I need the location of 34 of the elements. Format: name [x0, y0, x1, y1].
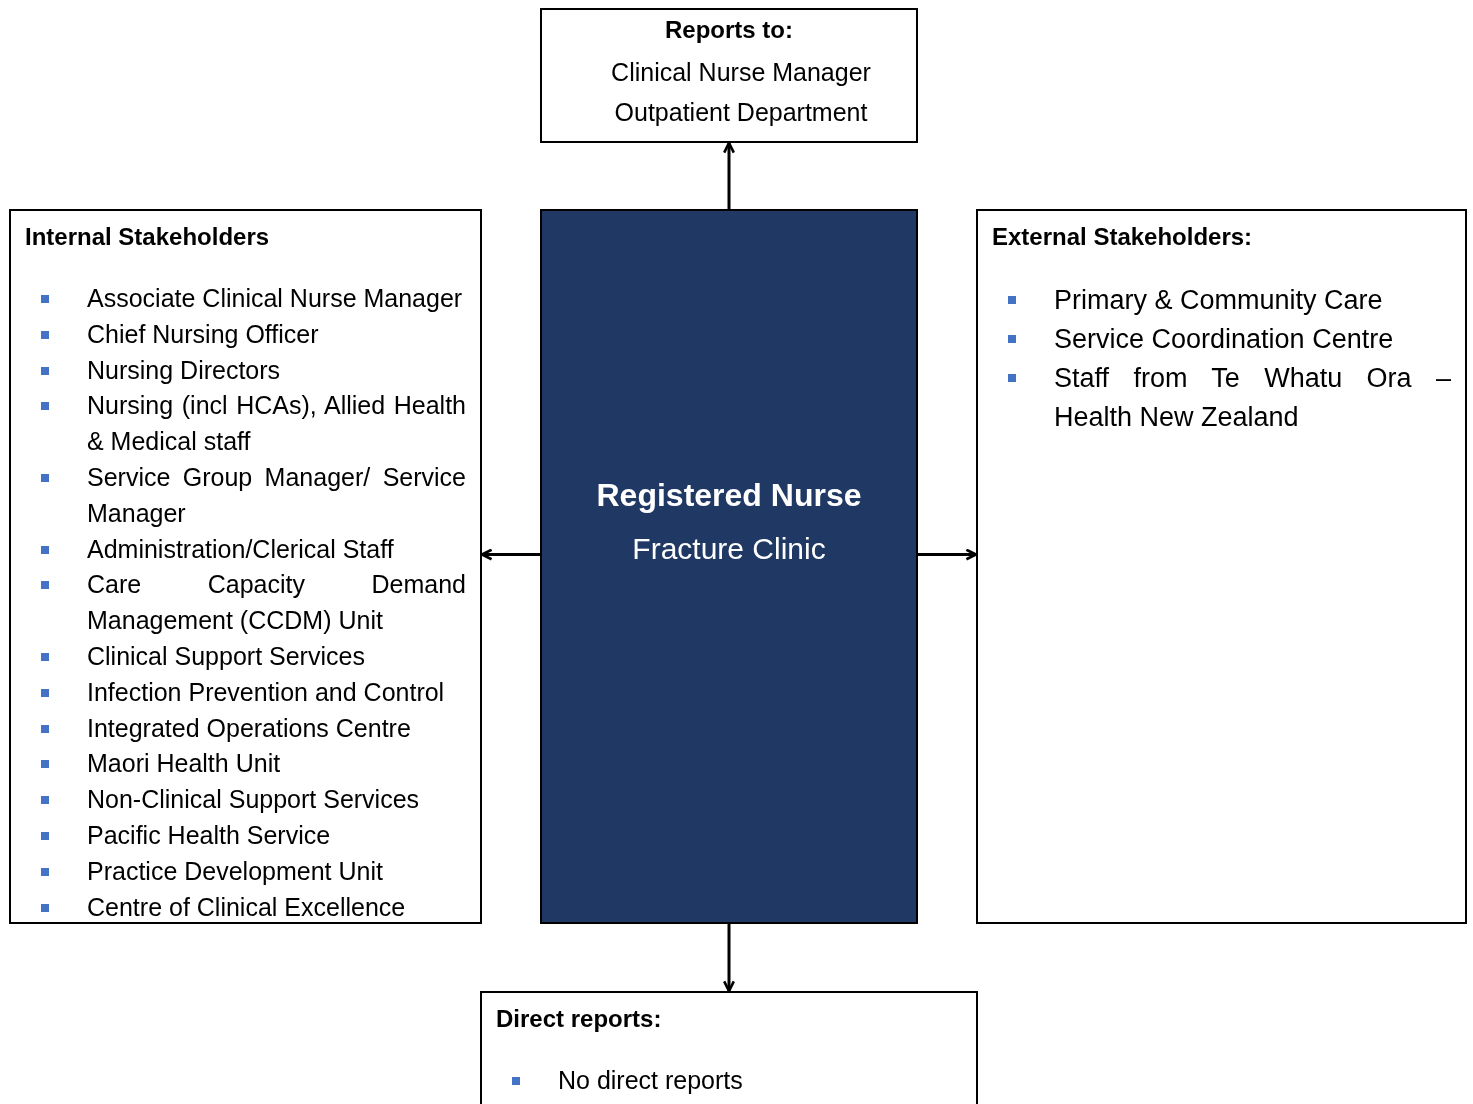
info-box [540, 8, 918, 143]
role-title: Registered Nurse [596, 477, 862, 514]
list-item: Non-Clinical Support Services [87, 784, 421, 816]
info-box [480, 991, 978, 1104]
list-item: No direct reports [558, 1065, 744, 1096]
list-item: Infection Prevention and Control [87, 676, 446, 708]
list-item: Maori Health Unit [87, 748, 282, 780]
list-item: Service Group Manager/ Service Manager [87, 462, 466, 529]
list-item: Nursing (incl HCAs), Allied Health & Medical staff [87, 390, 466, 458]
arrow [918, 548, 978, 561]
list-item: Primary & Community Care [1054, 284, 1384, 317]
box-heading: Internal Stakeholders [25, 223, 271, 251]
arrow [722, 141, 736, 209]
list-item: Associate Clinical Nurse Manager [87, 283, 464, 314]
box-text: Clinical Nurse Manager Outpatient Department [610, 57, 872, 128]
box-heading: Direct reports: [496, 1005, 663, 1033]
list-item: Pacific Health Service [87, 819, 332, 851]
list-item: Staff from Te Whatu Ora – Health New Zealand [1054, 362, 1451, 434]
arrow [722, 924, 736, 993]
list-item: Administration/Clerical Staff [87, 533, 395, 565]
box-heading: Reports to: [664, 16, 794, 44]
list-item: Care Capacity Demand Management (CCDM) Unit [87, 569, 466, 637]
list-item: Chief Nursing Officer [87, 318, 320, 350]
list-item: Integrated Operations Centre [87, 712, 412, 744]
info-box [976, 209, 1467, 924]
role-box [540, 209, 918, 924]
info-box [9, 209, 482, 924]
list-item: Service Coordination Centre [1054, 323, 1395, 356]
list-item: Practice Development Unit [87, 855, 384, 887]
role-subtitle: Fracture Clinic [632, 532, 826, 566]
list-item: Nursing Directors [87, 354, 282, 386]
list-item: Clinical Support Services [87, 640, 366, 672]
box-heading: External Stakeholders: [992, 223, 1254, 251]
list-item: Centre of Clinical Excellence [87, 891, 407, 923]
